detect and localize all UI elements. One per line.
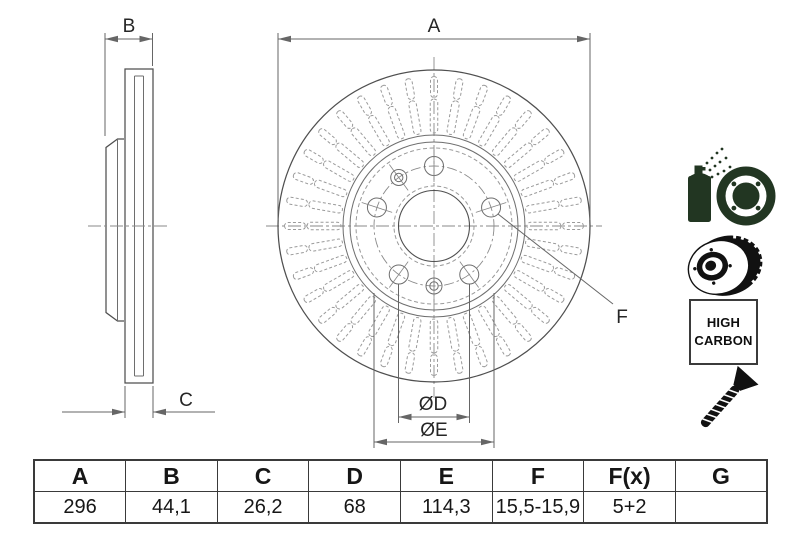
value-cell-c: 26,2 [216,491,310,524]
dim-d: ØD [398,284,470,423]
high-carbon-badge: HIGH CARBON [689,299,758,365]
spray-can [688,147,732,222]
dim-a: A [277,16,591,220]
header-cell-c: C [216,459,310,492]
dim-b: B [104,16,153,136]
dim-e: ØE [373,293,495,448]
dim-label-a: A [428,16,441,37]
dimension-table: A B C D E F F(x) G 296 44,1 26,2 68 114,… [33,459,768,524]
dim-label-f: F [616,307,628,328]
header-cell-f: F [491,459,585,492]
dim-label-b: B [123,16,136,37]
leader-f: F [497,213,628,328]
drawing-canvas: B C A ØD [62,16,776,448]
screw-icon [700,365,759,428]
header-cell-fx: F(x) [583,459,676,492]
side-view [88,68,170,384]
dim-c: C [62,386,215,418]
header-cell-d: D [308,459,401,492]
header-cell-e: E [400,459,493,492]
dim-label-e: ØE [420,420,447,441]
value-cell-e: 114,3 [400,491,493,524]
header-cell-a: A [33,459,127,492]
value-cell-g [674,491,768,524]
vented-disc-icon [687,234,765,296]
front-view [266,57,602,398]
value-cell-b: 44,1 [125,491,218,524]
table-header-row: A B C D E F F(x) G [33,459,768,492]
header-cell-b: B [125,459,218,492]
dim-label-d: ØD [419,394,448,415]
value-cell-fx: 5+2 [583,491,676,524]
coating-spray-disc-icon [688,147,776,226]
high-carbon-line2: CARBON [694,332,753,348]
dim-label-c: C [179,390,193,411]
header-cell-g: G [674,459,768,492]
table-value-row: 296 44,1 26,2 68 114,3 15,5-15,9 5+2 [33,491,768,524]
high-carbon-line1: HIGH [706,315,741,331]
value-cell-d: 68 [308,491,401,524]
value-cell-a: 296 [33,491,127,524]
value-cell-f: 15,5-15,9 [491,491,585,524]
